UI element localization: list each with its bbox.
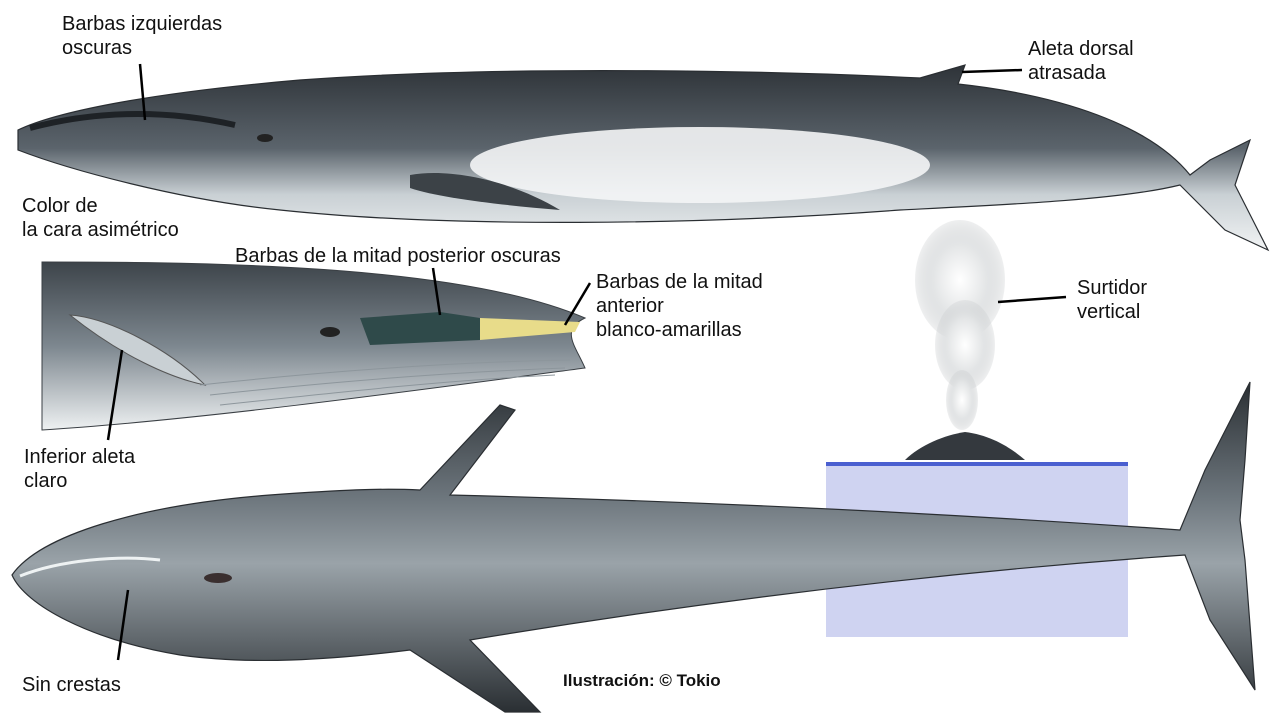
pointer-blow [998, 297, 1066, 302]
label-anterior-baleen: Barbas de la mitad anterior blanco-amari… [596, 270, 763, 342]
whale-head-closeup-illustration [42, 262, 585, 430]
label-left-baleen: Barbas izquierdas oscuras [62, 12, 222, 60]
whale-top-illustration [12, 382, 1255, 712]
illustration-credit: Ilustración: © Tokio [563, 671, 721, 691]
label-flipper: Inferior aleta claro [24, 445, 135, 493]
label-posterior-baleen: Barbas de la mitad posterior oscuras [235, 244, 561, 268]
pointer-dorsal-fin [962, 70, 1022, 72]
label-face-color: Color de la cara asimétrico [22, 194, 179, 242]
label-no-ridges: Sin crestas [22, 673, 121, 697]
label-dorsal-fin: Aleta dorsal atrasada [1028, 37, 1134, 85]
label-blow: Surtidor vertical [1077, 276, 1147, 324]
whale-side-illustration [18, 65, 1268, 250]
